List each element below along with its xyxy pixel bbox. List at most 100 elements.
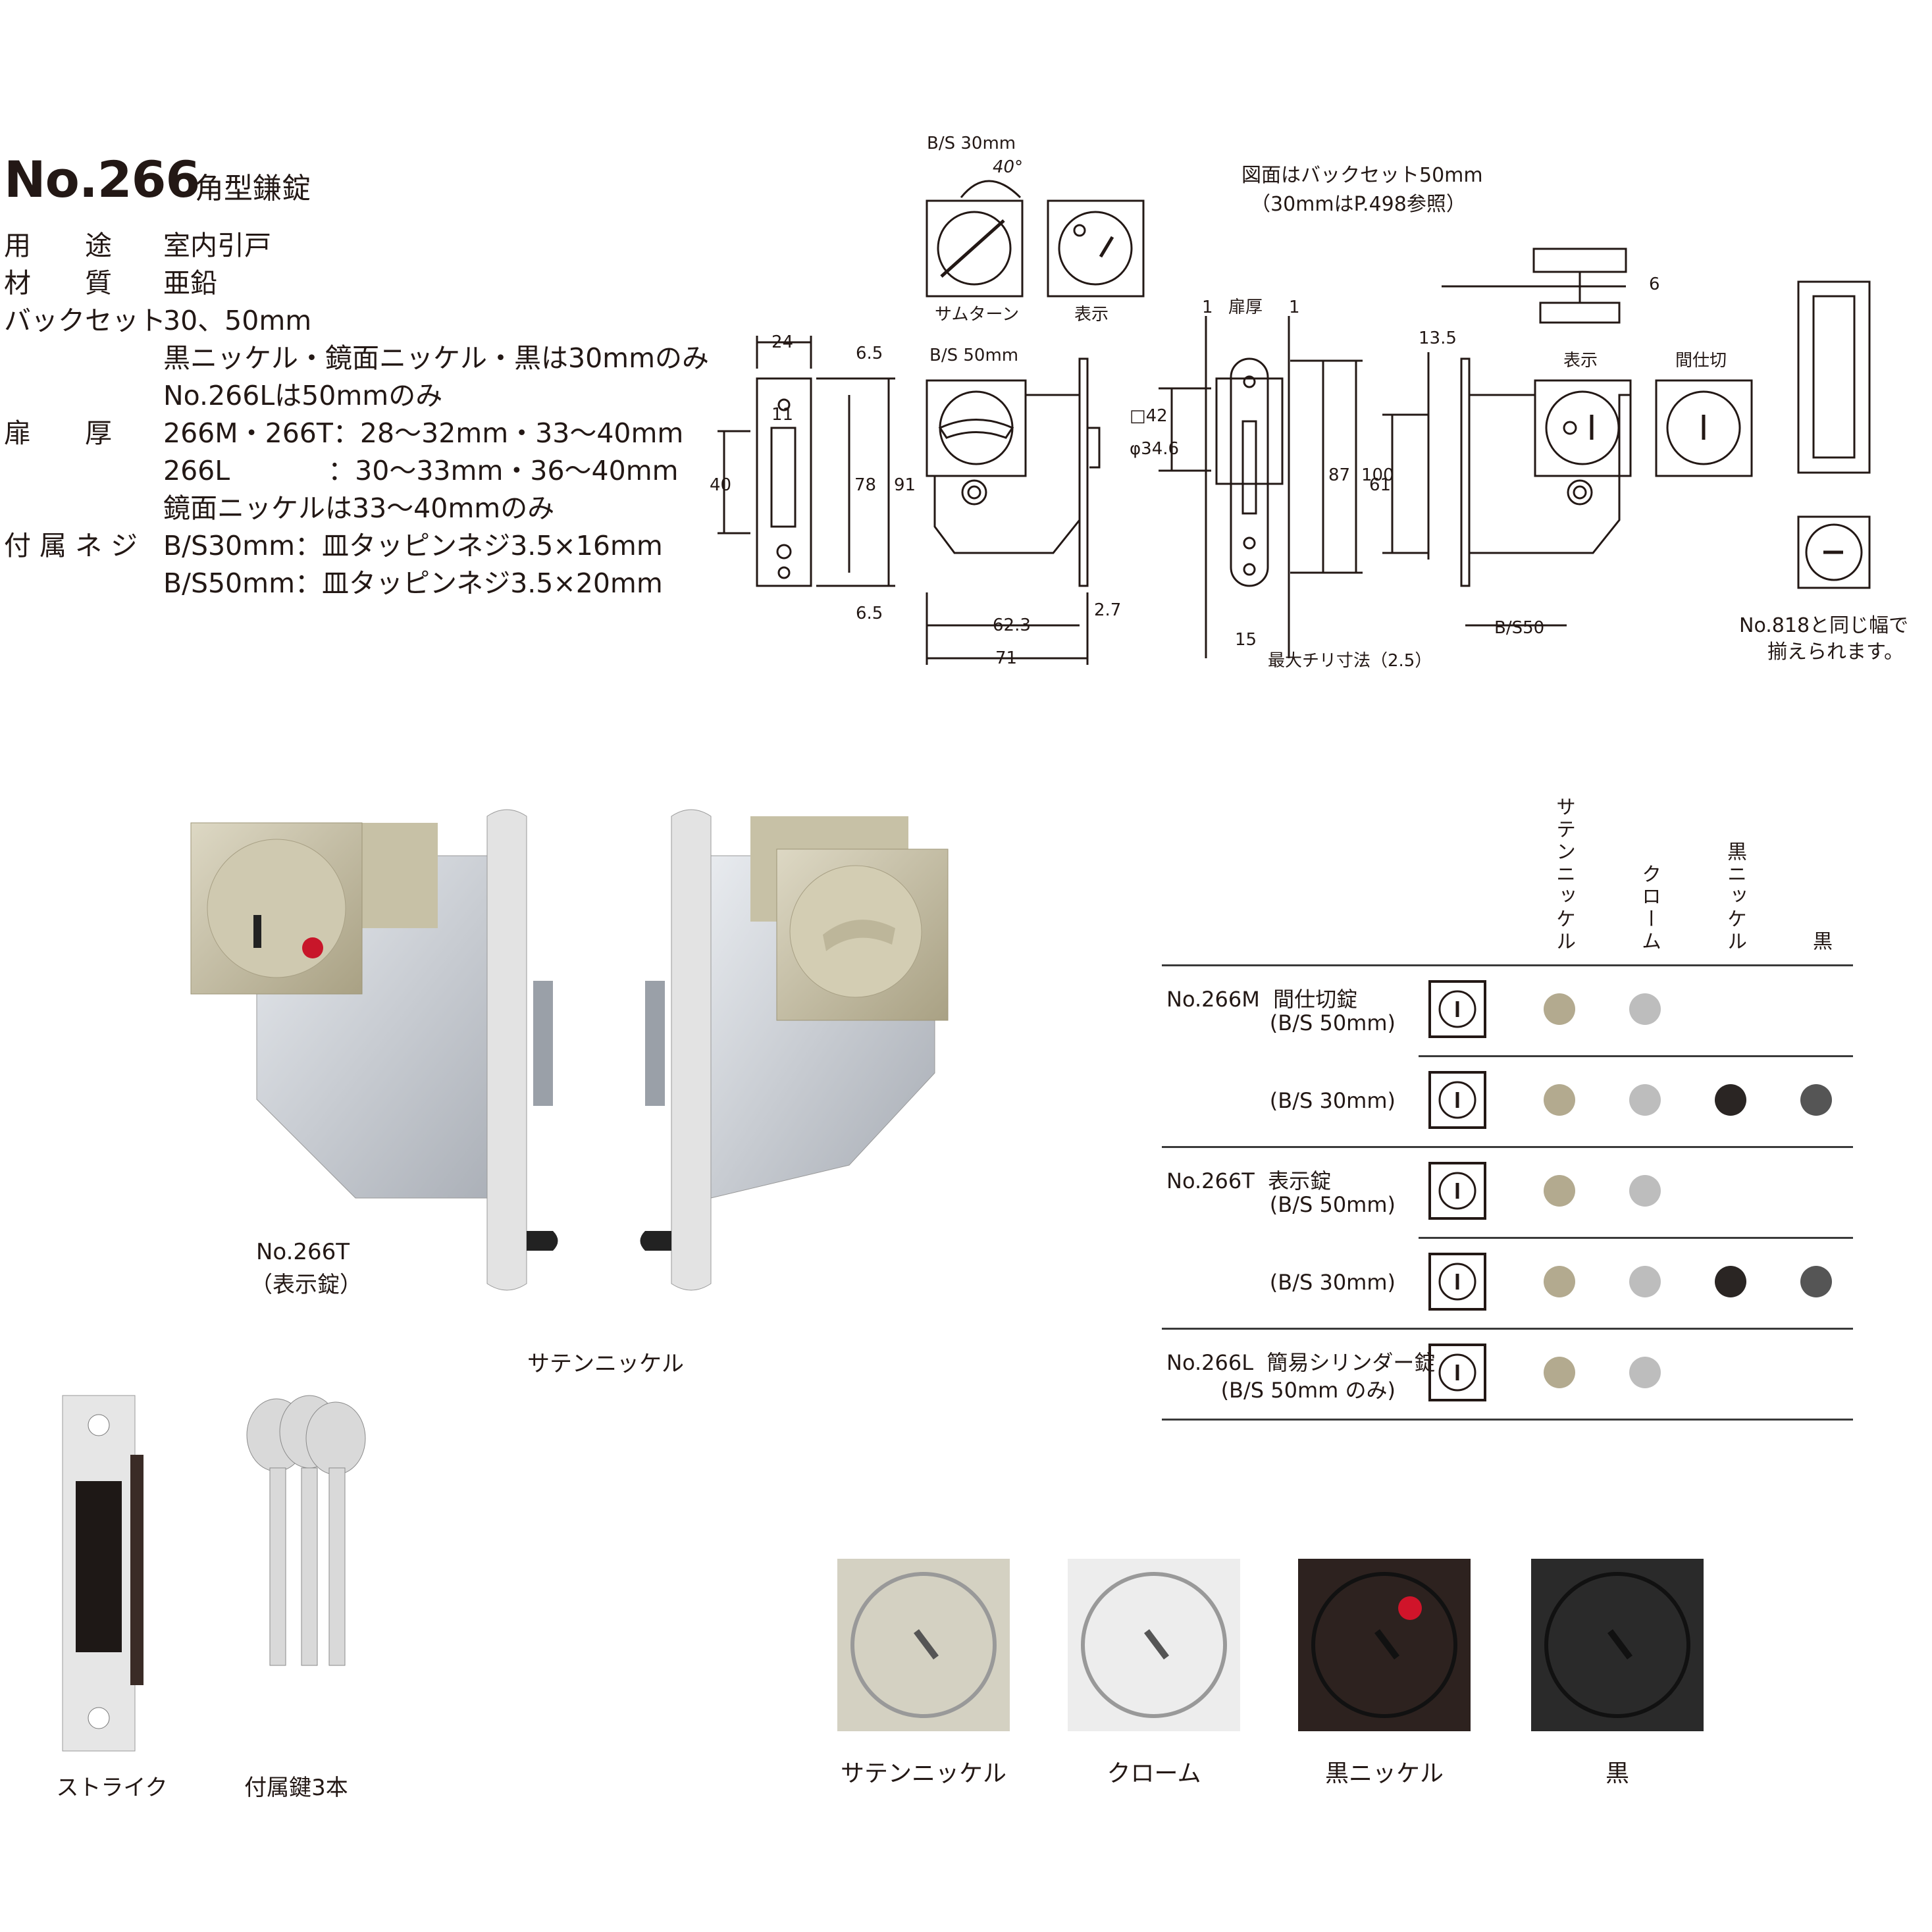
no818-line1: No.818と同じ幅で (1739, 614, 1908, 637)
table-divider (1162, 1146, 1853, 1148)
drawing-bs30-label: B/S 30mm (927, 134, 1016, 153)
finish-dot (1629, 1084, 1661, 1116)
indicator-plate-30 (1047, 199, 1145, 298)
indicator-icon (1428, 1162, 1486, 1220)
dim-1a: 1 (1202, 298, 1213, 317)
finish-dot (1629, 1175, 1661, 1207)
table-row-sub: (B/S 50mm のみ) (1220, 1378, 1396, 1403)
keys (246, 1395, 366, 1666)
spec-label: 付 属 ネ ジ (4, 530, 138, 561)
drawing-thumbturn-label: サムターン (935, 305, 1019, 325)
spec-label: 用 途 (4, 230, 112, 261)
finish-dot (1544, 993, 1575, 1025)
technical-drawing: B/S 30mm 40° サムターン 表示 B/S 50mm 図面はバックセット… (710, 134, 1908, 671)
drawing-indicator-label: 表示 (1074, 305, 1109, 325)
table-row-sub: (B/S 30mm) (1269, 1270, 1396, 1295)
partition-plate-50 (1655, 379, 1753, 477)
spec-row: 鏡面ニッケルは33〜40mmのみ (4, 490, 554, 527)
finish-tile (1298, 1559, 1471, 1731)
spec-row: 用 途室内引戸 (4, 227, 271, 265)
spec-value: B/S50mm：皿タッピンネジ3.5×20mm (163, 567, 663, 599)
column-header: 黒 (1809, 931, 1832, 953)
column-header: 黒ニッケル (1723, 841, 1746, 953)
dim-100: 100 (1361, 465, 1394, 485)
table-divider (1162, 1328, 1853, 1330)
table-divider (1162, 1419, 1853, 1421)
spec-value: 30、50mm (163, 305, 312, 336)
spec-value: 亜鉛 (163, 267, 217, 299)
spec-row: 材 質亜鉛 (4, 265, 217, 302)
finish-dot (1629, 993, 1661, 1025)
finish-dot (1715, 1084, 1746, 1116)
indicator-red-dot (302, 937, 323, 958)
dim-door-thickness: 扉厚 (1228, 298, 1263, 317)
spec-label: 扉 厚 (4, 417, 112, 449)
column-header: サテンニッケル (1552, 796, 1575, 953)
spec-label: バックセット (4, 305, 166, 336)
indicator-plate-50 (1534, 379, 1632, 477)
dim-40: 40 (710, 475, 731, 495)
dim-61: 61 (1369, 475, 1391, 495)
dim-78: 78 (854, 475, 876, 495)
spec-row: No.266Lは50mmのみ (4, 377, 442, 415)
finish-dot (1715, 1266, 1746, 1297)
finish-dot (1629, 1266, 1661, 1297)
table-row-model: No.266T 表示錠 (1166, 1168, 1332, 1193)
side-view-faceplate (1230, 357, 1269, 587)
spec-value: 鏡面ニッケルは33〜40mmのみ (163, 492, 555, 524)
drawing-indicator-label-2: 表示 (1563, 351, 1598, 371)
table-divider (1162, 964, 1853, 966)
finish-tile (1068, 1559, 1240, 1731)
spec-row: B/S50mm：皿タッピンネジ3.5×20mm (4, 565, 663, 602)
no818-line2: 揃えられます。 (1767, 640, 1904, 664)
table-row-sub: (B/S 50mm) (1269, 1192, 1396, 1217)
dim-15: 15 (1235, 630, 1257, 650)
dim-11: 11 (771, 405, 793, 425)
finish-dot (1800, 1266, 1832, 1297)
dim-13-5: 13.5 (1419, 328, 1457, 348)
spec-value: 黒ニッケル・鏡面ニッケル・黒は30mmのみ (163, 342, 710, 374)
dim-62-3: 62.3 (993, 615, 1031, 635)
table-divider (1419, 1237, 1853, 1239)
finish-tile-label: 黒ニッケル (1324, 1760, 1444, 1787)
table-divider (1419, 1055, 1853, 1057)
max-chiri: 最大チリ寸法（2.5） (1268, 651, 1432, 671)
finish-tile-label: 黒 (1605, 1760, 1629, 1787)
photo-caption-finish: サテンニッケル (527, 1351, 684, 1377)
dim-bs50-bottom: B/S50 (1494, 618, 1544, 638)
drawing-note-line2: （30mmはP.498参照） (1251, 193, 1466, 216)
dim-71: 71 (995, 648, 1017, 668)
top-view-lock (1532, 248, 1627, 273)
dim-6: 6 (1649, 274, 1660, 294)
product-number: No.266 (4, 150, 200, 209)
spec-value: No.266Lは50mmのみ (163, 380, 443, 411)
product-photo (190, 809, 949, 1291)
table-row-sub: (B/S 30mm) (1269, 1088, 1396, 1113)
product-name: 角型鎌錠 (195, 172, 311, 205)
dim-24: 24 (771, 332, 793, 352)
dim-1b: 1 (1289, 298, 1300, 317)
finish-dot (1629, 1357, 1661, 1388)
cylinder-icon (1428, 1344, 1486, 1401)
drawing-note-line1: 図面はバックセット50mm (1241, 164, 1483, 187)
dim-sq42: □42 (1130, 406, 1168, 426)
partition-icon (1428, 980, 1486, 1038)
spec-value: 266L ：30〜33mm・36〜40mm (163, 455, 679, 486)
indicator-30-icon (1428, 1253, 1486, 1311)
left-faceplate (486, 809, 527, 1291)
spec-row: バックセット30、50mm (4, 302, 311, 340)
strike-and-keys-photo (62, 1395, 366, 1752)
dim-6-5-top: 6.5 (856, 344, 883, 363)
dim-87: 87 (1328, 465, 1350, 485)
keys-label: 付属鍵3本 (244, 1775, 348, 1801)
dim-phi34-6: φ34.6 (1130, 439, 1179, 459)
spec-row: 黒ニッケル・鏡面ニッケル・黒は30mmのみ (4, 340, 709, 377)
finish-tile-label: クローム (1107, 1760, 1201, 1787)
partition-30-icon (1428, 1071, 1486, 1129)
finish-dot (1544, 1175, 1575, 1207)
drawing-partition-label: 間仕切 (1675, 351, 1727, 371)
dim-6-5-bottom: 6.5 (856, 604, 883, 623)
thumbturn-plate-50 (926, 379, 1027, 477)
spec-value: 266M・266T：28〜32mm・33〜40mm (163, 417, 684, 449)
